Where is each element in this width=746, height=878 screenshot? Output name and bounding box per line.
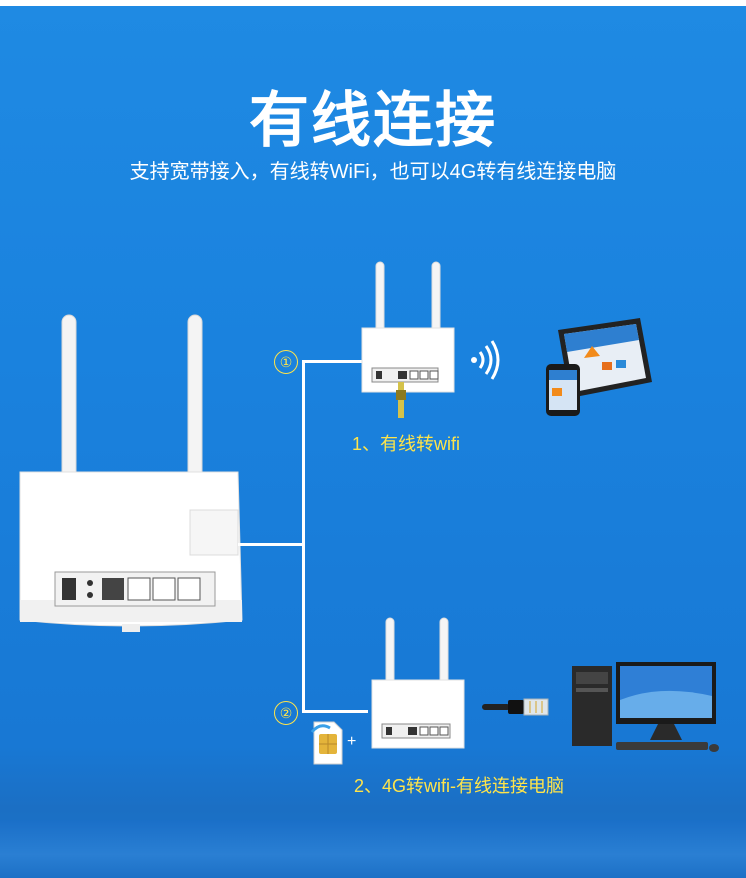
plus-sign: +: [347, 733, 357, 750]
scenario-number-2: ②: [274, 701, 298, 725]
connector-vertical: [302, 360, 305, 712]
tablet-phone-icon: [546, 318, 652, 416]
router-small-icon-1: [361, 261, 455, 418]
top-border: [0, 0, 746, 6]
page-subtitle: 支持宽带接入，有线转WiFi，也可以4G转有线连接电脑: [129, 161, 617, 183]
page-title: 有线连接: [249, 87, 497, 154]
connector-bottom: [302, 710, 368, 713]
sim-card-icon: [310, 721, 343, 765]
ethernet-cable-icon: [482, 698, 549, 716]
bottom-band: [0, 820, 746, 878]
router-small-icon-2: [371, 617, 465, 749]
connector-top: [302, 360, 362, 363]
scenario-caption-1: 1、有线转wifi: [352, 434, 461, 454]
wifi-signal-icon: [471, 340, 500, 380]
main-router-icon: [19, 314, 243, 632]
desktop-computer-icon: [572, 662, 719, 752]
connector-main: [238, 543, 304, 546]
scenario-number-1: ①: [274, 350, 298, 374]
scenario-caption-2: 2、4G转wifi-有线连接电脑: [354, 776, 565, 796]
